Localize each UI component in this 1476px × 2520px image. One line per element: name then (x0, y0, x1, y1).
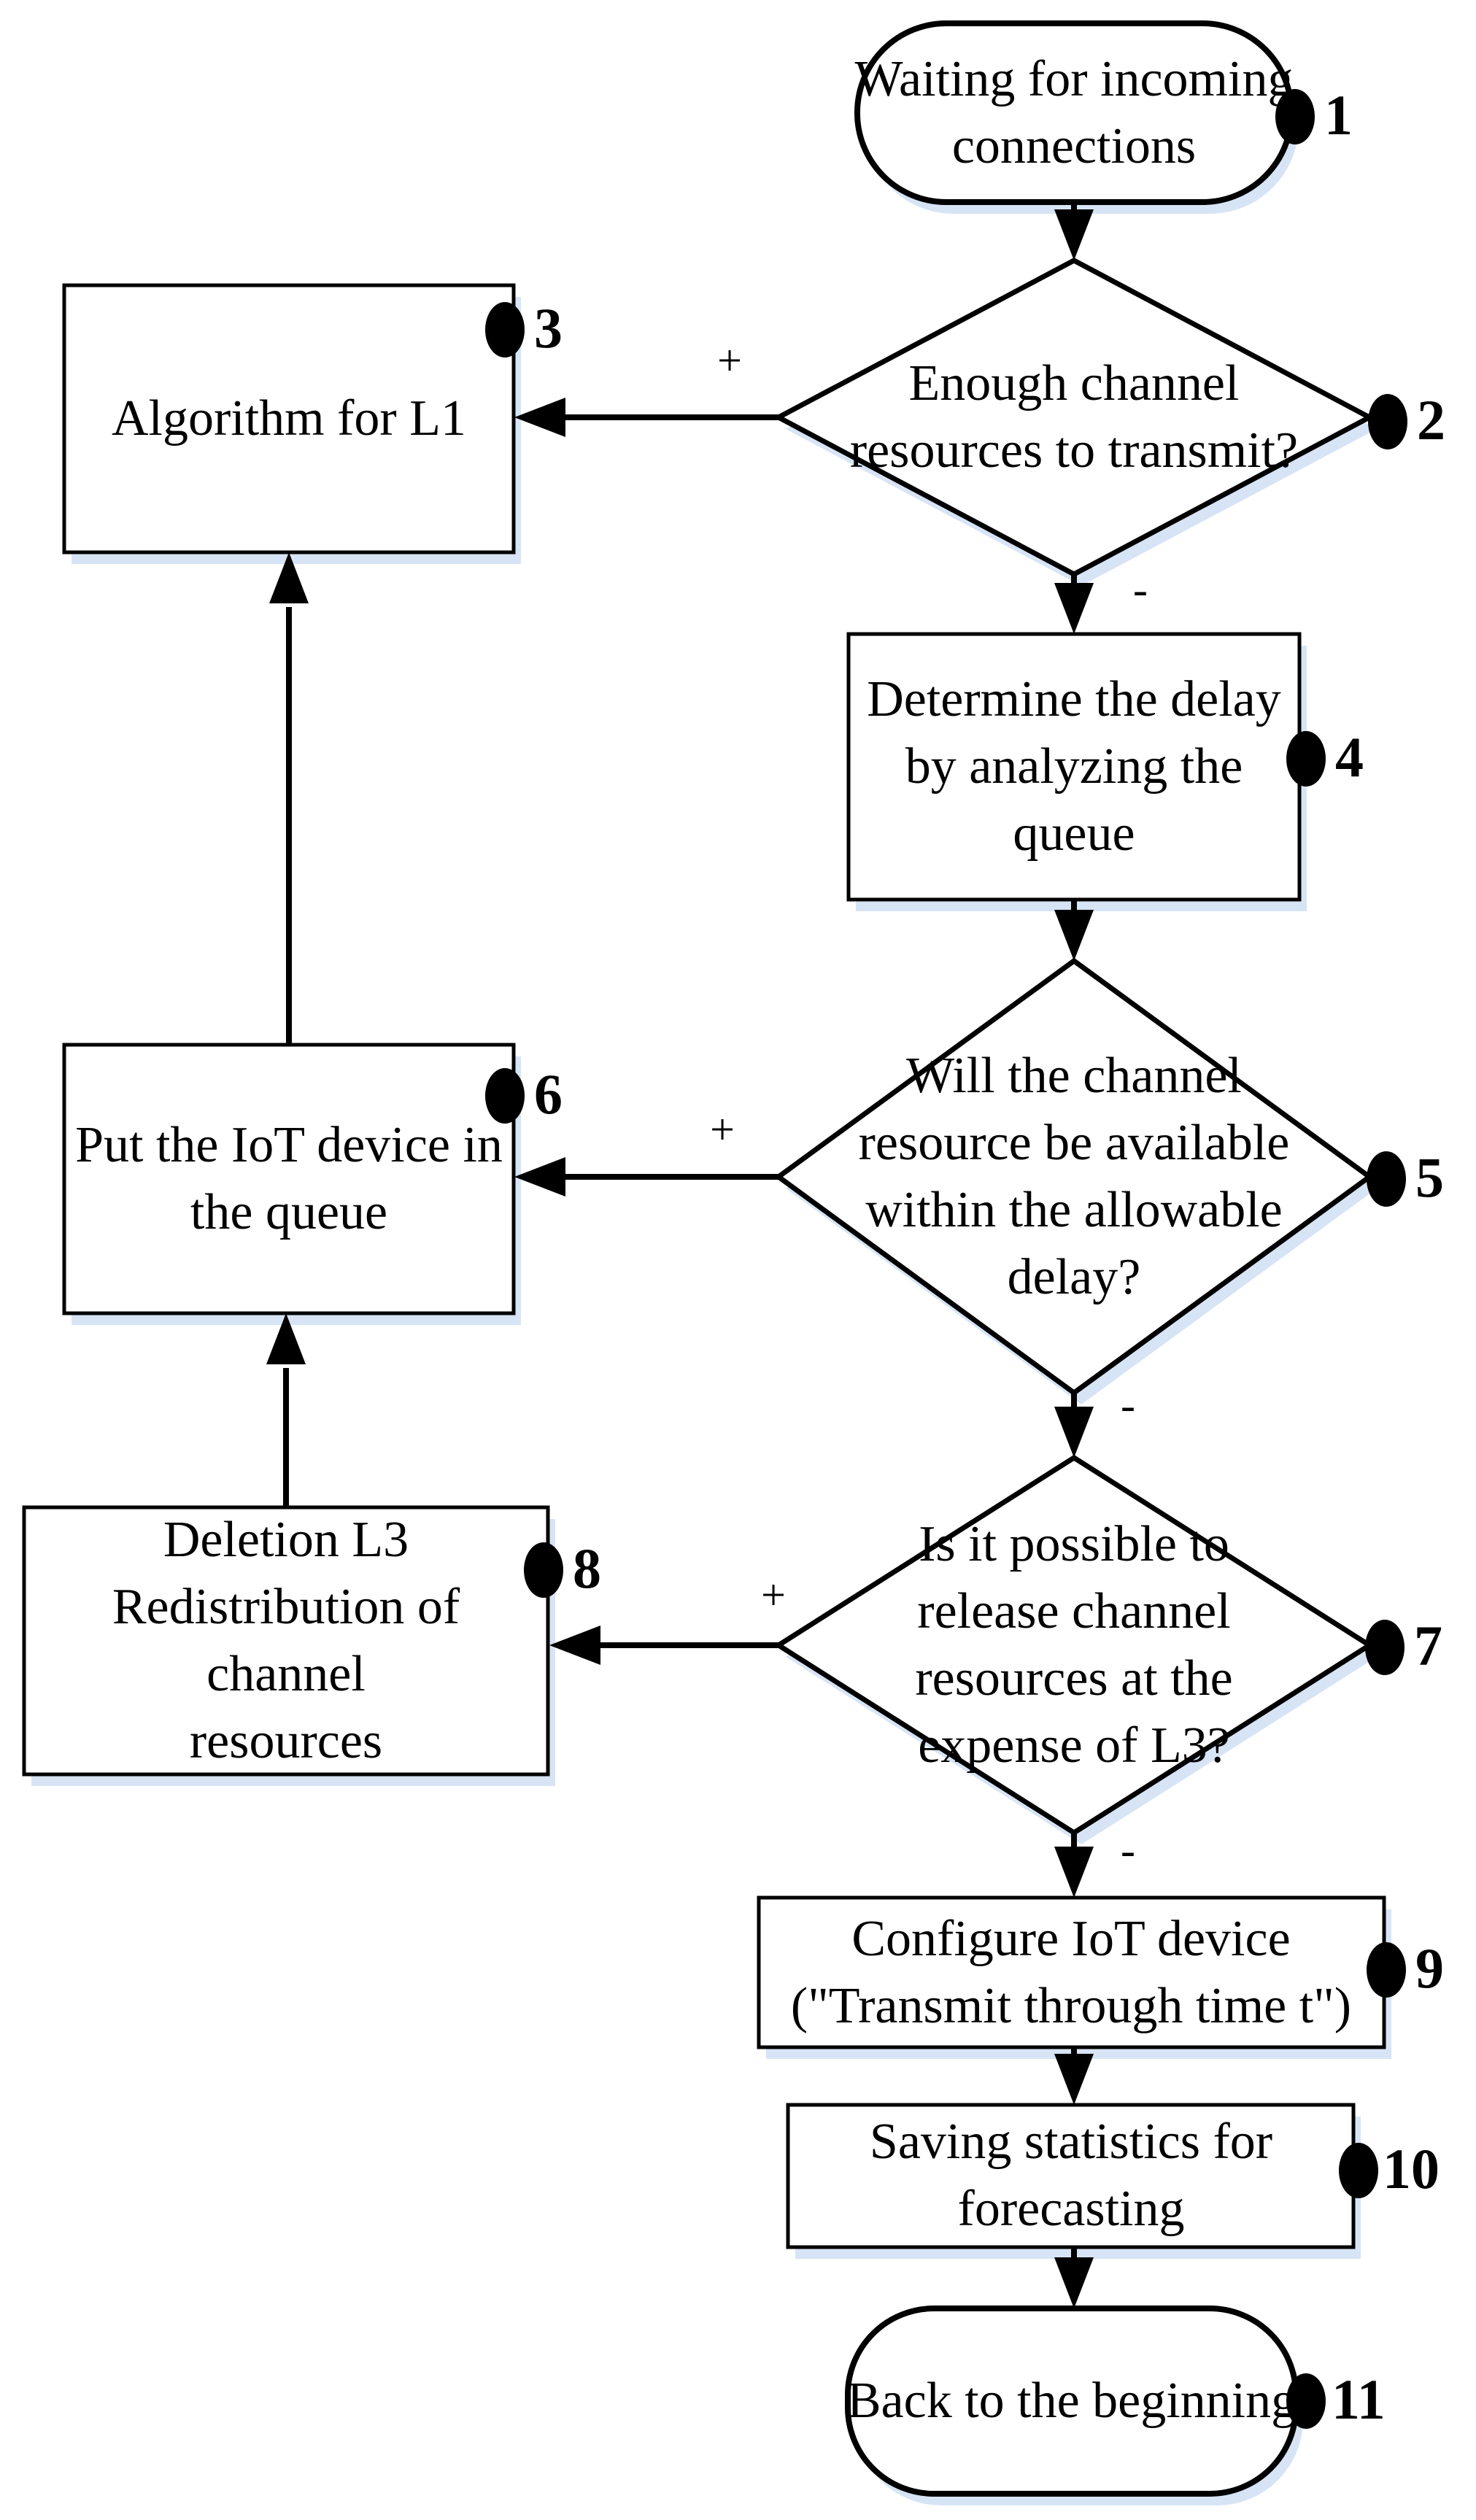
edge-8-6-arrowhead (266, 1313, 306, 1364)
node-10-process-shape (786, 2103, 1356, 2249)
node-7-step-number: 7 (1414, 1614, 1442, 1678)
edge-7-9-arrowhead (1054, 1847, 1094, 1898)
node-9-process-shape (757, 1895, 1386, 2049)
edge-2-3-arrowhead (514, 398, 565, 437)
node-5-marker-dot (1367, 1151, 1406, 1207)
edge-6-3-arrowhead (269, 552, 309, 603)
edge-5-6-plus-sign: + (710, 1105, 735, 1154)
edge-lines (283, 202, 1077, 2261)
node-4-process-shape (846, 632, 1302, 902)
edge-5-7-arrowhead (1054, 1407, 1094, 1458)
node-6-step-number: 6 (534, 1062, 563, 1126)
edge-1-2-arrowhead (1054, 209, 1094, 260)
node-1-marker-dot (1275, 89, 1315, 144)
node-5-step-number: 5 (1415, 1145, 1444, 1210)
node-11-label: Back to the beginning (846, 2373, 1297, 2429)
node-6-process-shape (62, 1043, 516, 1315)
node-4-step-number: 4 (1335, 725, 1364, 789)
node-3-process-shape (62, 283, 516, 554)
node-2-label: Enough channel resources to transmit? (849, 355, 1299, 479)
edge-7-9-minus-sign: - (1121, 1826, 1135, 1875)
node-6-marker-dot (485, 1068, 525, 1124)
node-10-marker-dot (1339, 2143, 1378, 2198)
step-marker-dots (485, 89, 1407, 2429)
node-9-marker-dot (1367, 1942, 1406, 1998)
node-8-marker-dot (524, 1542, 563, 1598)
node-10-step-number: 10 (1383, 2137, 1440, 2201)
node-1-label: Waiting for incoming connections (854, 51, 1294, 174)
edge-5-7-minus-sign: - (1121, 1381, 1135, 1430)
edge-10-11-arrowhead (1054, 2257, 1094, 2308)
edge-7-8-plus-sign: + (761, 1571, 786, 1620)
node-9-label: Configure IoT device ("Transmit through … (790, 1911, 1352, 2034)
edge-2-4-arrowhead (1054, 583, 1094, 634)
edge-4-5-arrowhead (1054, 910, 1094, 961)
edge-9-10-arrowhead (1054, 2054, 1094, 2105)
node-8-label: Deletion L3 Redistribution of channel re… (112, 1512, 460, 1769)
edge-2-4-minus-sign: - (1133, 565, 1148, 614)
node-4-marker-dot (1286, 731, 1326, 786)
node-8-step-number: 8 (573, 1537, 601, 1601)
node-7-marker-dot (1365, 1620, 1404, 1675)
node-3-marker-dot (485, 302, 525, 357)
edge-arrowheads (266, 209, 1094, 2308)
edge-2-3-plus-sign: + (717, 336, 742, 385)
node-4-label: Determine the delay by analyzing the que… (867, 671, 1281, 862)
edge-5-6-arrowhead (514, 1157, 565, 1197)
node-10-label: Saving statistics for forecasting (869, 2114, 1273, 2237)
node-5-label: Will the channel resource be available w… (858, 1048, 1290, 1305)
node-7-label: Is it possible to release channel resour… (915, 1516, 1233, 1774)
edge-7-8-arrowhead (549, 1626, 600, 1665)
node-6-label: Put the IoT device in the queue (75, 1117, 503, 1240)
node-2-step-number: 2 (1417, 388, 1445, 452)
node-3-label: Algorithm for L1 (111, 390, 467, 447)
node-11-step-number: 11 (1332, 2368, 1386, 2432)
node-11-marker-dot (1286, 2373, 1326, 2429)
node-2-marker-dot (1368, 394, 1407, 449)
node-9-step-number: 9 (1415, 1936, 1444, 2001)
node-8-process-shape (22, 1505, 550, 1777)
node-3-step-number: 3 (534, 296, 563, 360)
node-1-step-number: 1 (1324, 83, 1353, 147)
